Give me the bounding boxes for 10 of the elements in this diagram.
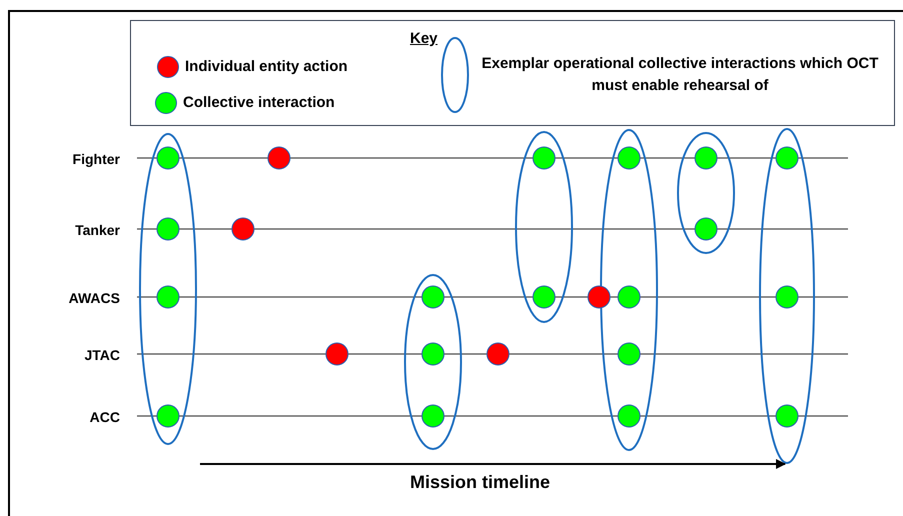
legend-text: Collective interaction xyxy=(183,93,335,113)
lane-label: JTAC xyxy=(83,346,120,365)
lane-label: AWACS xyxy=(68,289,120,308)
lane-label: Tanker xyxy=(74,221,120,240)
legend-text: Exemplar operational collective interactions which OCT must enable rehearsal of xyxy=(480,54,880,96)
axis-label: Mission timeline xyxy=(410,471,550,494)
legend-text: Individual entity action xyxy=(185,57,348,77)
lane-label: ACC xyxy=(88,408,120,427)
lane-label: Fighter xyxy=(72,150,120,169)
key-heading: Key xyxy=(410,29,438,49)
